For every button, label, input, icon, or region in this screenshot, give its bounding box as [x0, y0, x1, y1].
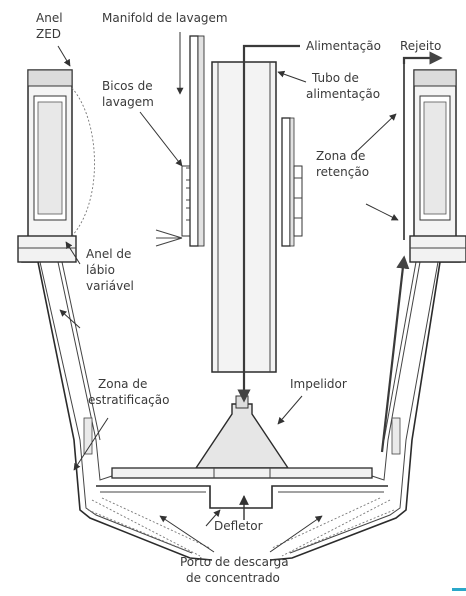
- label-rejeito: Rejeito: [400, 39, 441, 53]
- label-zona-estratificacao: Zona de: [98, 377, 147, 391]
- impeller: [111, 395, 373, 479]
- label-bicos-2: lavagem: [102, 95, 154, 109]
- label-anel-labio: Anel de: [86, 247, 131, 261]
- corner-accent-mark: [452, 588, 466, 591]
- label-tubo-2: alimentação: [306, 87, 380, 101]
- label-anel-zed-2: ZED: [36, 27, 61, 41]
- label-anel-labio-3: variável: [86, 279, 134, 293]
- left-zed-ring: [17, 69, 95, 263]
- label-alimentacao: Alimentação: [306, 39, 381, 53]
- label-manifold: Manifold de lavagem: [102, 11, 228, 25]
- right-zed-ring: [403, 60, 466, 263]
- label-impelidor: Impelidor: [290, 377, 347, 391]
- label-defletor: Defletor: [214, 519, 263, 533]
- reject-flow-arrow: [380, 51, 443, 453]
- label-zona-retencao: Zona de: [316, 149, 365, 163]
- label-zona-estratificacao-2: estratificação: [88, 393, 169, 407]
- wash-manifold: [155, 35, 303, 247]
- feed-flow-arrow: [237, 44, 300, 403]
- label-bicos: Bicos de: [102, 79, 153, 93]
- label-anel-zed: Anel: [36, 11, 63, 25]
- label-porto-descarga-2: de concentrado: [186, 571, 280, 585]
- label-anel-labio-2: lábio: [86, 263, 115, 277]
- label-tubo: Tubo de: [311, 71, 359, 85]
- label-porto-descarga: Porto de descarga: [180, 555, 289, 569]
- leader-lines: [57, 32, 399, 553]
- label-zona-retencao-2: retenção: [316, 165, 369, 179]
